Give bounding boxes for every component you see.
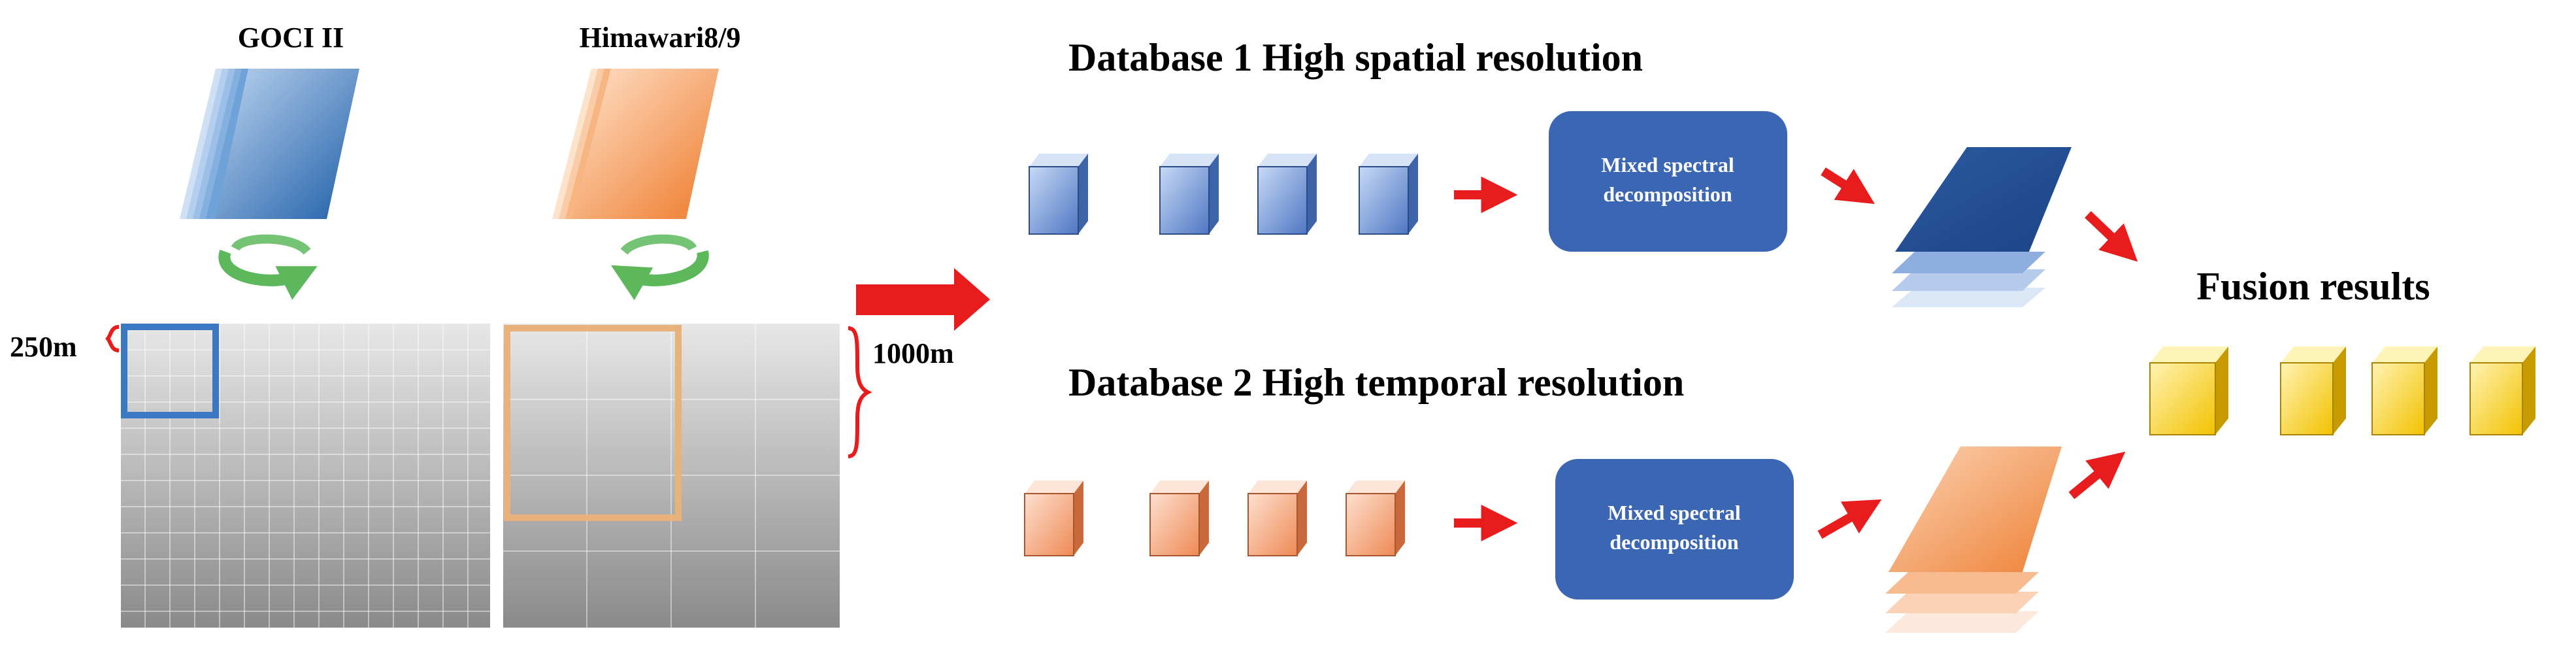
cube-blue — [1359, 154, 1418, 235]
goci-satellite-stack — [180, 69, 359, 219]
svg-text:decomposition: decomposition — [1603, 182, 1732, 206]
flow-arrow — [1821, 167, 1875, 204]
cube-orange — [1149, 481, 1209, 556]
fine-resolution-brace — [105, 325, 120, 352]
database1-output-layers — [1892, 147, 2072, 307]
rotate-arrow-icon — [218, 249, 318, 300]
cube-yellow — [2371, 346, 2437, 435]
fine-resolution-grid — [121, 324, 490, 628]
database2-title: Database 2 High temporal resolution — [1068, 361, 1684, 404]
fusion-cubes — [2149, 346, 2535, 435]
svg-text:Mixed spectral: Mixed spectral — [1601, 153, 1734, 177]
main-flow-arrow — [856, 268, 990, 331]
flow-arrow — [1817, 499, 1882, 539]
cube-blue — [1029, 154, 1088, 235]
fusion-title: Fusion results — [2196, 265, 2430, 308]
rotate-arrow-icon — [620, 234, 697, 256]
database2-cubes — [1024, 481, 1405, 556]
svg-text:decomposition: decomposition — [1610, 530, 1739, 554]
cube-blue — [1257, 154, 1317, 235]
database1-process-box: Mixed spectral decomposition — [1549, 111, 1787, 252]
cube-yellow — [2149, 346, 2228, 435]
coarse-resolution-label: 1000m — [872, 337, 954, 369]
coarse-pixel-frame — [504, 325, 682, 521]
database2-process-box: Mixed spectral decomposition — [1555, 459, 1794, 600]
flow-arrow — [2085, 211, 2138, 262]
fine-pixel-frame — [121, 324, 219, 418]
cube-orange — [1346, 481, 1405, 556]
coarse-resolution-grid — [503, 324, 840, 628]
rotate-arrow-icon — [610, 250, 709, 301]
himawari-satellite-stack — [552, 69, 719, 219]
fine-resolution-label: 250m — [10, 331, 77, 363]
flow-arrow — [2068, 451, 2126, 499]
cube-yellow — [2280, 346, 2346, 435]
cube-yellow — [2469, 346, 2535, 435]
svg-text:Mixed spectral: Mixed spectral — [1608, 501, 1741, 524]
cube-orange — [1247, 481, 1307, 556]
rotate-arrow-icon — [231, 234, 311, 256]
coarse-resolution-brace — [848, 326, 872, 458]
himawari-label: Himawari8/9 — [580, 22, 741, 54]
cube-blue — [1159, 154, 1219, 235]
goci-label: GOCI II — [238, 22, 344, 54]
cube-orange — [1024, 481, 1083, 556]
database1-cubes — [1029, 154, 1418, 235]
database2-output-layers — [1885, 447, 2062, 633]
database1-title: Database 1 High spatial resolution — [1068, 36, 1643, 79]
